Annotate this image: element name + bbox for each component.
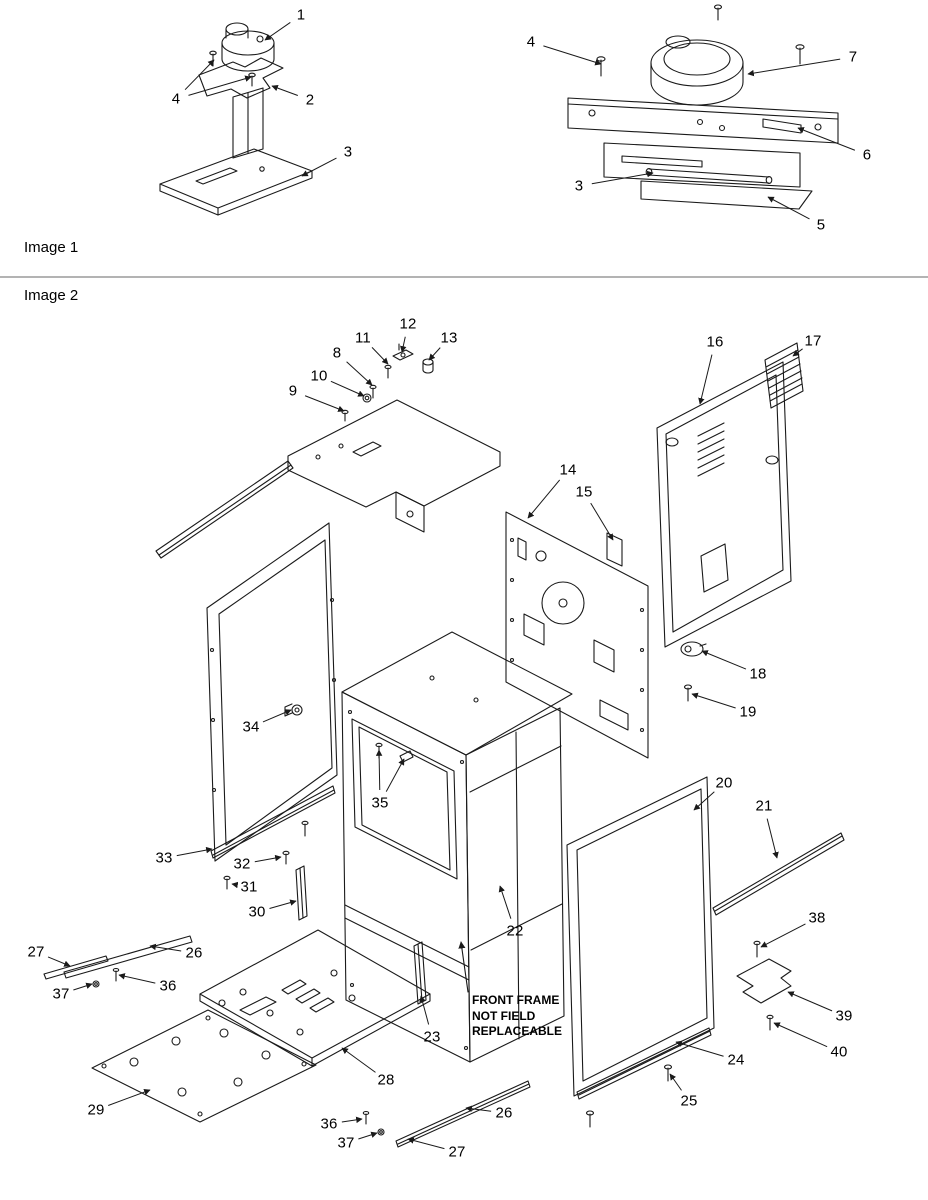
callout-37: 37 xyxy=(337,1134,355,1152)
callout-37: 37 xyxy=(52,985,70,1003)
callout-7: 7 xyxy=(848,48,858,66)
image2-clip-18-screw-19 xyxy=(680,641,707,702)
callout-18: 18 xyxy=(749,665,767,683)
callout-36: 36 xyxy=(159,977,177,995)
callout-leader-lines xyxy=(47,22,856,1150)
callout-26: 26 xyxy=(495,1104,513,1122)
callout-12: 12 xyxy=(399,315,417,333)
image2-top-panel xyxy=(287,399,501,533)
callout-11: 11 xyxy=(355,329,371,347)
callout-17: 17 xyxy=(804,332,822,350)
callout-15: 15 xyxy=(575,483,593,501)
image2-small-hardware-top xyxy=(341,343,434,422)
image2-left-rails-26-27 xyxy=(43,935,193,988)
callout-2: 2 xyxy=(305,91,315,109)
callout-19: 19 xyxy=(739,703,757,721)
image2-rail-21 xyxy=(712,832,845,916)
callout-16: 16 xyxy=(706,333,724,351)
callout-33: 33 xyxy=(155,849,173,867)
callout-31: 31 xyxy=(240,878,258,896)
callout-27: 27 xyxy=(448,1143,466,1161)
callout-35: 35 xyxy=(371,794,389,812)
image2-left-side-panel xyxy=(206,522,338,862)
callout-20: 20 xyxy=(715,774,733,792)
callout-23: 23 xyxy=(423,1028,441,1046)
callout-4: 4 xyxy=(526,33,536,51)
image2-rear-panel-14 xyxy=(505,511,649,759)
image2-section-label: Image 2 xyxy=(24,287,79,304)
image2-bracket-39-hardware xyxy=(736,940,792,1031)
image2-bottom-panel-29 xyxy=(91,1009,317,1123)
callout-1: 1 xyxy=(296,6,306,24)
image1-section-label: Image 1 xyxy=(24,239,79,256)
diagram-art xyxy=(0,4,928,1148)
callout-30: 30 xyxy=(248,903,266,921)
callout-9: 9 xyxy=(288,382,298,400)
front-frame-note-line3: REPLACEABLE xyxy=(472,1024,563,1039)
callout-32: 32 xyxy=(233,855,251,873)
image2-rail-33-and-hardware xyxy=(210,785,336,921)
image2-bottom-rails-26-27 xyxy=(362,1080,531,1148)
image2-right-side-panel-20 xyxy=(566,776,715,1128)
callout-36: 36 xyxy=(320,1115,338,1133)
callout-4: 4 xyxy=(171,90,181,108)
callout-28: 28 xyxy=(377,1071,395,1089)
callout-22: 22 xyxy=(506,922,524,940)
callout-10: 10 xyxy=(310,367,328,385)
image2-oven-cavity xyxy=(341,631,573,1063)
callout-39: 39 xyxy=(835,1007,853,1025)
callout-5: 5 xyxy=(816,216,826,234)
callout-3: 3 xyxy=(343,143,353,161)
front-frame-note-line1: FRONT FRAME xyxy=(472,993,560,1007)
image1-fan-assembly xyxy=(159,22,313,216)
callout-14: 14 xyxy=(559,461,577,479)
front-frame-note: FRONT FRAME NOT FIELD REPLACEABLE xyxy=(472,993,562,1040)
callout-6: 6 xyxy=(862,146,872,164)
callout-40: 40 xyxy=(830,1043,848,1061)
callout-25: 25 xyxy=(680,1092,698,1110)
callout-3: 3 xyxy=(574,177,584,195)
callout-13: 13 xyxy=(440,329,458,347)
image2-rear-panel-16 xyxy=(656,361,792,648)
note-leader-line xyxy=(458,941,469,993)
image1-motor-assembly xyxy=(567,4,839,210)
image2-base-pan-28 xyxy=(199,929,431,1067)
callout-38: 38 xyxy=(808,909,826,927)
callout-8: 8 xyxy=(332,344,342,362)
image2-upper-left-rail xyxy=(155,460,294,559)
callout-21: 21 xyxy=(755,797,773,815)
callout-29: 29 xyxy=(87,1101,105,1119)
callout-24: 24 xyxy=(727,1051,745,1069)
callout-27: 27 xyxy=(27,943,45,961)
callout-34: 34 xyxy=(242,718,260,736)
front-frame-note-line2: NOT FIELD xyxy=(472,1008,536,1023)
callout-26: 26 xyxy=(185,944,203,962)
